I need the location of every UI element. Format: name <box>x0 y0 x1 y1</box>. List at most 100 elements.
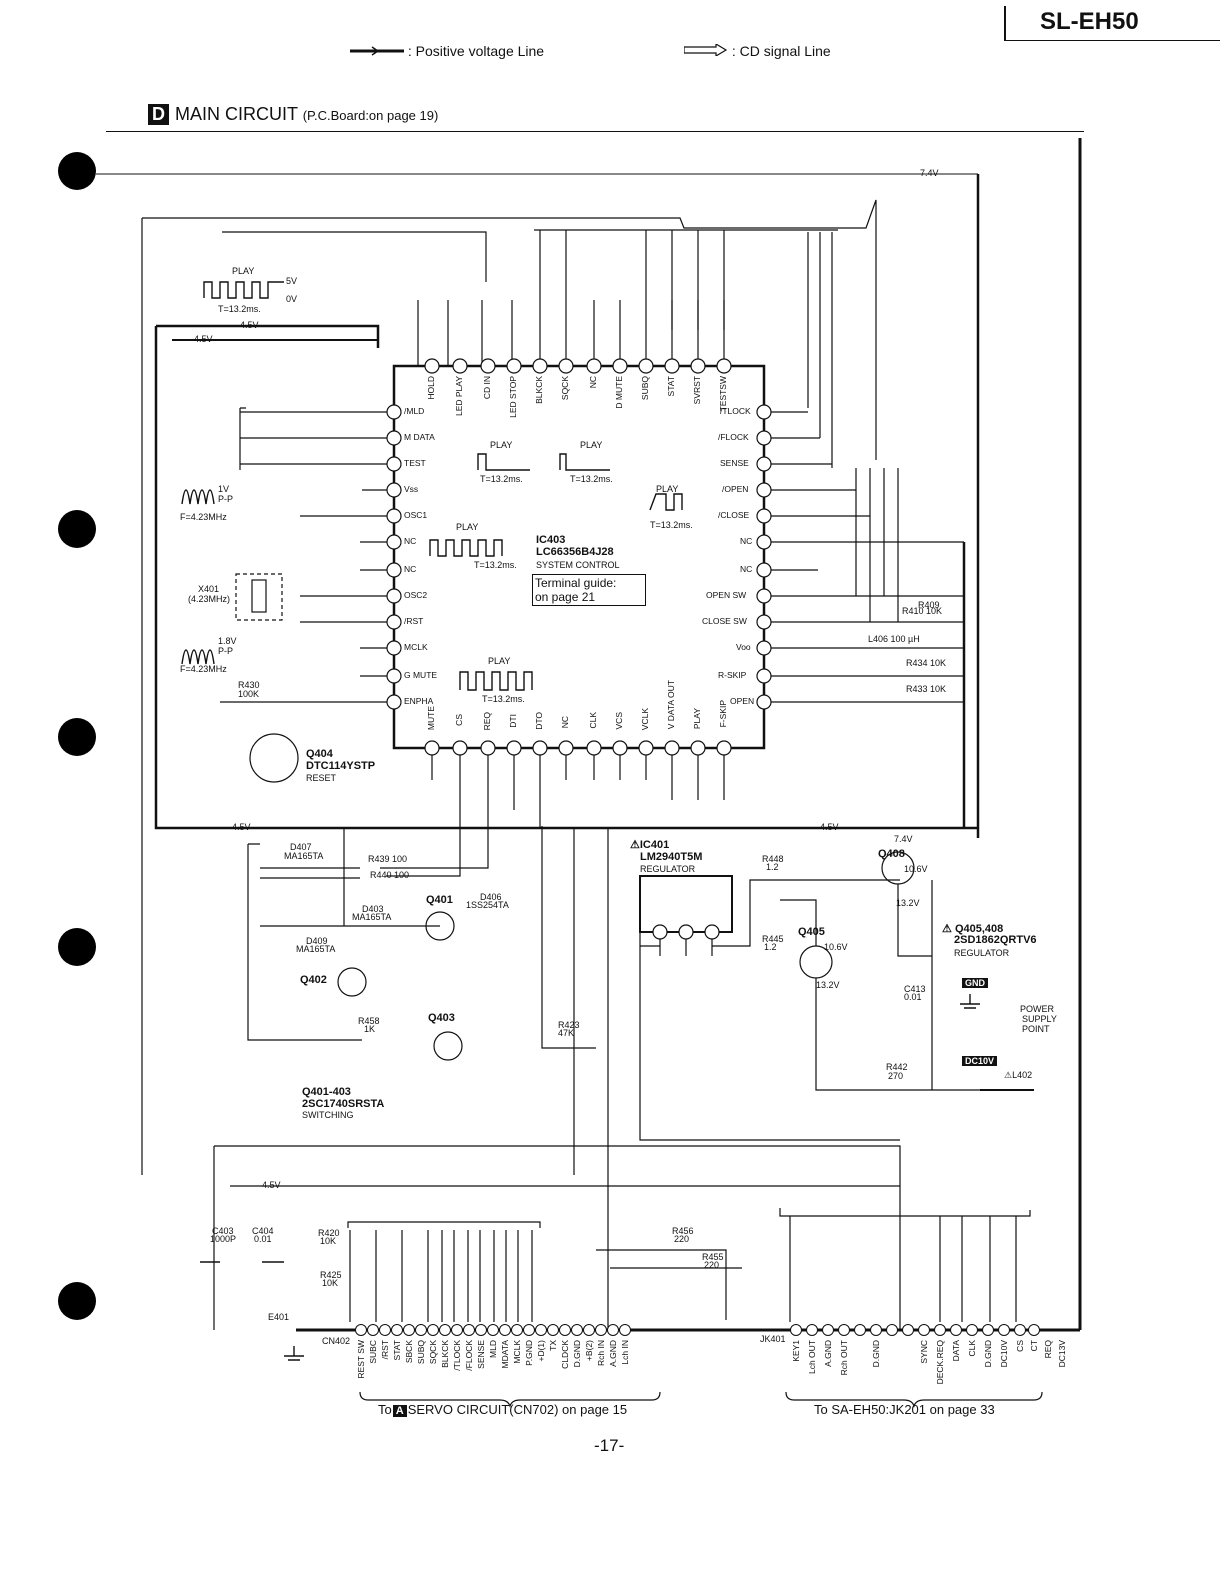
ic403-pin-open-sw: OPEN SW <box>706 590 747 600</box>
waveform-freq-label-2: F=4.23MHz <box>180 664 227 674</box>
cn402-pin-mclk: MCLK <box>512 1340 522 1364</box>
cn402-pin-cldck: CLDCK <box>560 1340 570 1369</box>
ic403-pin-mclk: MCLK <box>404 642 428 652</box>
voltage-tag-45v-4: 4.5V <box>820 822 839 832</box>
d403-part: MA165TA <box>352 912 392 922</box>
ic403-pin-rst: /RST <box>404 616 424 626</box>
waveform-period-label-4: T=13.2ms. <box>570 474 613 484</box>
jk401-pin-dc13v: DC13V <box>1057 1340 1067 1368</box>
ic403-pin-subq: SUBQ <box>640 376 650 401</box>
r423-value: 47K <box>558 1028 575 1038</box>
q404-part: DTC114YSTP <box>306 760 376 772</box>
r425-label: R425 <box>320 1270 342 1280</box>
e401-label: E401 <box>268 1312 290 1322</box>
binder-hole-1 <box>58 152 96 190</box>
ic403-pin-nc-19: NC <box>404 564 417 574</box>
ic403-pin-close-neg: /CLOSE <box>718 510 750 520</box>
jk401-pin-clk: CLK <box>967 1340 977 1357</box>
c404-value: 0.01 <box>254 1234 272 1244</box>
cn402-label: CN402 <box>322 1336 351 1346</box>
ic403-pin-play: PLAY <box>692 708 702 730</box>
waveform-period-label-3: T=13.2ms. <box>480 474 523 484</box>
cn402-pin-sbck: SBCK <box>404 1340 414 1364</box>
ic403-pin-vclk: VCLK <box>640 708 650 731</box>
r433-label: R433 10K <box>906 684 947 694</box>
cn402-pin-sense: SENSE <box>476 1340 486 1369</box>
ic403-pin-dti: DTI <box>508 714 518 728</box>
ic403-pin-nc-top: NC <box>588 376 598 389</box>
page-number: -17- <box>594 1436 625 1455</box>
q408-ref: Q408 <box>878 848 905 860</box>
r445-value: 1.2 <box>764 942 777 952</box>
voltage-tag-45v-3: 4.5V <box>232 822 251 832</box>
cn402-pin-tx: TX <box>548 1340 558 1351</box>
section-letter: D <box>148 104 169 125</box>
r442-value: 270 <box>888 1071 904 1081</box>
ic403-pin-nc-42: NC <box>740 564 753 574</box>
r410-label: R410 10K <box>902 606 943 616</box>
ic403-pin-nc-43: NC <box>740 536 753 546</box>
legend-cd-text: : CD signal Line <box>731 43 831 59</box>
q401-403-function: SWITCHING <box>302 1110 354 1120</box>
cn402-pin-tlock: /TLOCK <box>452 1340 462 1371</box>
r434-label: R434 10K <box>906 658 947 668</box>
ic403-pin-open-neg: /OPEN <box>722 484 749 494</box>
cn402-pin-d1: +D(1) <box>536 1340 546 1362</box>
section-title: D MAIN CIRCUIT (P.C.Board:on page 19) <box>148 104 438 125</box>
ic403-pin-req: REQ <box>482 712 492 731</box>
q401-403-part: 2SC1740SRSTA <box>302 1098 385 1110</box>
legend-cd: : CD signal Line <box>683 42 831 59</box>
cn402-pin-mdata: MDATA <box>500 1340 510 1369</box>
q404-function: RESET <box>306 773 337 783</box>
ic403-pin-vss: Vss <box>404 484 419 494</box>
jk401-pin-sync: SYNC <box>919 1340 929 1364</box>
section-subtitle: (P.C.Board:on page 19) <box>302 108 439 123</box>
cn402-pin-dgnd: D.GND <box>572 1340 582 1368</box>
ic403-ref: IC403 <box>536 534 566 546</box>
c403-label: C403 <box>212 1226 234 1236</box>
jk401-pin-deck-req: DECK.REQ <box>935 1340 945 1385</box>
waveform-18v-label: 1.8V <box>218 636 237 646</box>
d407-label: D407 <box>290 842 312 852</box>
q405-voltage-106: 10.6V <box>824 942 848 952</box>
ic403-pin-d-mute: D MUTE <box>614 376 624 409</box>
ic403-function: SYSTEM CONTROL <box>536 560 620 570</box>
ic403-pin-m-data: M DATA <box>404 432 435 442</box>
legend-positive: : Positive voltage Line <box>350 43 544 59</box>
r439-label: R439 100 <box>368 854 408 864</box>
d406-label: D406 <box>480 892 502 902</box>
r420-label: R420 <box>318 1228 340 1238</box>
ic401-function: REGULATOR <box>640 864 696 874</box>
waveform-pp-label-2: P-P <box>218 646 234 656</box>
section-rule <box>106 131 1084 132</box>
waveform-play-label-1: PLAY <box>232 266 255 276</box>
jk401-pin-agnd: A.GND <box>823 1340 833 1367</box>
q405-408-function: REGULATOR <box>954 948 1010 958</box>
dc10v-flag: DC10V <box>962 1056 998 1066</box>
cn402-pin-subc: SUBC <box>368 1340 378 1364</box>
r420-value: 10K <box>320 1236 337 1246</box>
waveform-1v-label: 1V <box>218 484 230 494</box>
r440-label: R440 100 <box>370 870 410 880</box>
waveform-period-label-6: T=13.2ms. <box>482 694 525 704</box>
voltage-tag-45v-5: 4.5V <box>262 1180 281 1190</box>
c413-value: 0.01 <box>904 992 922 1002</box>
waveform-play-label-5: PLAY <box>656 484 679 494</box>
warning-triangle-icon: ⚠ <box>942 923 952 935</box>
r455-label: R455 <box>702 1252 724 1262</box>
r456-value: 220 <box>674 1234 690 1244</box>
r430-value: 100K <box>238 689 260 699</box>
section-title-text: MAIN CIRCUIT <box>175 104 298 124</box>
jk401-pin-cs: CS <box>1015 1340 1025 1352</box>
q401-403-ref: Q401-403 <box>302 1086 351 1098</box>
ic401-part: LM2940T5M <box>640 851 703 863</box>
model-number: SL-EH50 <box>1040 8 1139 35</box>
warning-triangle-icon: ⚠ <box>1004 1070 1013 1080</box>
ic403-pin-open: OPEN <box>730 696 755 706</box>
waveform-pp-label-1: P-P <box>218 494 234 504</box>
jk401-pin-req: REQ <box>1043 1340 1053 1359</box>
cn402-pin-pgnd: P.GND <box>524 1340 534 1366</box>
ic403-pin-dto: DTO <box>534 712 544 730</box>
